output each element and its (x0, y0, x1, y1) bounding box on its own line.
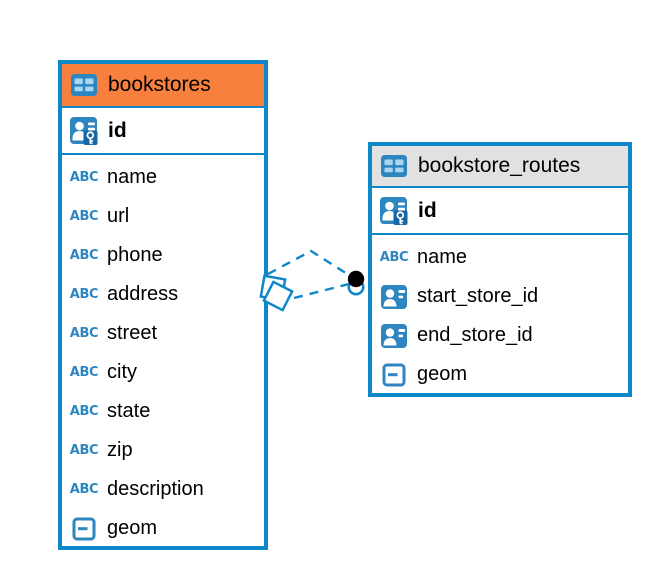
text-type-icon: ABC (69, 365, 99, 380)
table-title: bookstores (108, 73, 211, 96)
column-row-url[interactable]: ABC url (62, 197, 264, 236)
table-bookstore-routes-header[interactable]: bookstore_routes (372, 146, 628, 188)
column-row-end-store-id[interactable]: end_store_id (372, 316, 628, 355)
primary-key-icon (70, 116, 98, 145)
column-name: geom (417, 363, 468, 385)
text-type-icon: ABC (69, 287, 99, 302)
table-bookstores[interactable]: bookstores id ABC name ABC ur (58, 60, 268, 550)
table-icon (380, 155, 408, 177)
column-row-state[interactable]: ABC state (62, 392, 264, 431)
column-name: street (107, 322, 158, 344)
column-name: name (107, 166, 158, 188)
column-name: url (107, 205, 130, 227)
primary-key-name: id (418, 198, 437, 222)
relationship-line-1[interactable] (267, 249, 353, 279)
text-type-icon: ABC (69, 326, 99, 341)
column-name: phone (107, 244, 163, 266)
geometry-type-icon (70, 517, 98, 541)
text-type-icon: ABC (379, 250, 409, 265)
text-type-icon: ABC (69, 443, 99, 458)
column-name: state (107, 400, 151, 422)
primary-key-row[interactable]: id (372, 188, 628, 235)
column-row-street[interactable]: ABC street (62, 314, 264, 353)
table-bookstores-header[interactable]: bookstores (62, 64, 264, 108)
column-row-geom[interactable]: geom (372, 355, 628, 394)
column-name: end_store_id (417, 324, 533, 346)
column-row-zip[interactable]: ABC zip (62, 431, 264, 470)
column-list: ABC name ABC url ABC phone ABC address A… (62, 155, 264, 548)
column-row-city[interactable]: ABC city (62, 353, 264, 392)
primary-key-name: id (108, 118, 127, 142)
table-bookstore-routes[interactable]: bookstore_routes id ABC name (368, 142, 632, 397)
column-row-phone[interactable]: ABC phone (62, 236, 264, 275)
foreign-key-icon (380, 284, 408, 309)
column-row-name[interactable]: ABC name (372, 238, 628, 277)
table-title: bookstore_routes (418, 154, 581, 177)
relationship-connector[interactable] (248, 238, 378, 323)
diamond-marker (259, 274, 294, 312)
column-row-description[interactable]: ABC description (62, 470, 264, 509)
column-list: ABC name start_store_id (372, 235, 628, 394)
column-name: geom (107, 517, 158, 539)
column-row-address[interactable]: ABC address (62, 275, 264, 314)
column-name: zip (107, 439, 133, 461)
table-icon (70, 74, 98, 96)
column-row-start-store-id[interactable]: start_store_id (372, 277, 628, 316)
relationship-line-2[interactable] (293, 282, 350, 300)
column-name: city (107, 361, 137, 383)
text-type-icon: ABC (69, 248, 99, 263)
column-name: description (107, 478, 204, 500)
foreign-key-icon (380, 323, 408, 348)
primary-key-icon (380, 196, 408, 225)
geometry-type-icon (380, 363, 408, 387)
text-type-icon: ABC (69, 482, 99, 497)
column-name: start_store_id (417, 285, 539, 307)
primary-key-row[interactable]: id (62, 108, 264, 155)
text-type-icon: ABC (69, 209, 99, 224)
column-row-geom[interactable]: geom (62, 509, 264, 548)
column-row-name[interactable]: ABC name (62, 158, 264, 197)
dot-marker (347, 270, 365, 296)
column-name: name (417, 246, 468, 268)
text-type-icon: ABC (69, 404, 99, 419)
column-name: address (107, 283, 179, 305)
text-type-icon: ABC (69, 170, 99, 185)
